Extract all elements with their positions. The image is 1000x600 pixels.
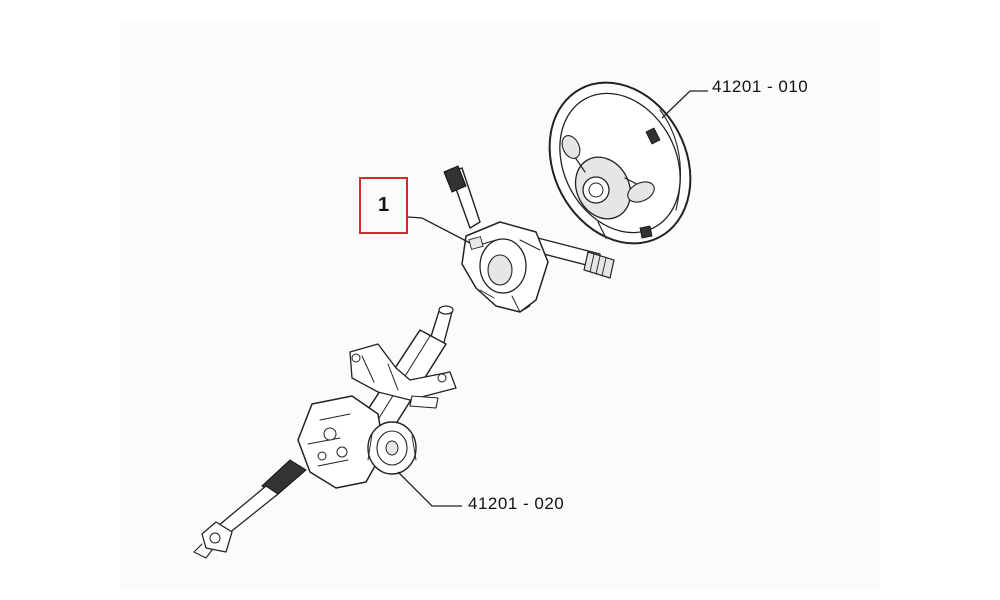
steering-wheel-part-label: 41201 - 010	[712, 77, 809, 96]
leader-line-wheel	[661, 90, 708, 119]
callout-box: 1	[359, 177, 408, 234]
steering-wheel-drawing	[548, 81, 692, 245]
leader-line-column	[397, 471, 462, 507]
leader-line-switch	[407, 216, 471, 244]
switch-assembly-drawing	[443, 165, 615, 313]
steering-column-part-label: 41201 - 020	[468, 494, 565, 513]
callout-number: 1	[377, 194, 390, 216]
steering-column-drawing	[193, 305, 457, 559]
